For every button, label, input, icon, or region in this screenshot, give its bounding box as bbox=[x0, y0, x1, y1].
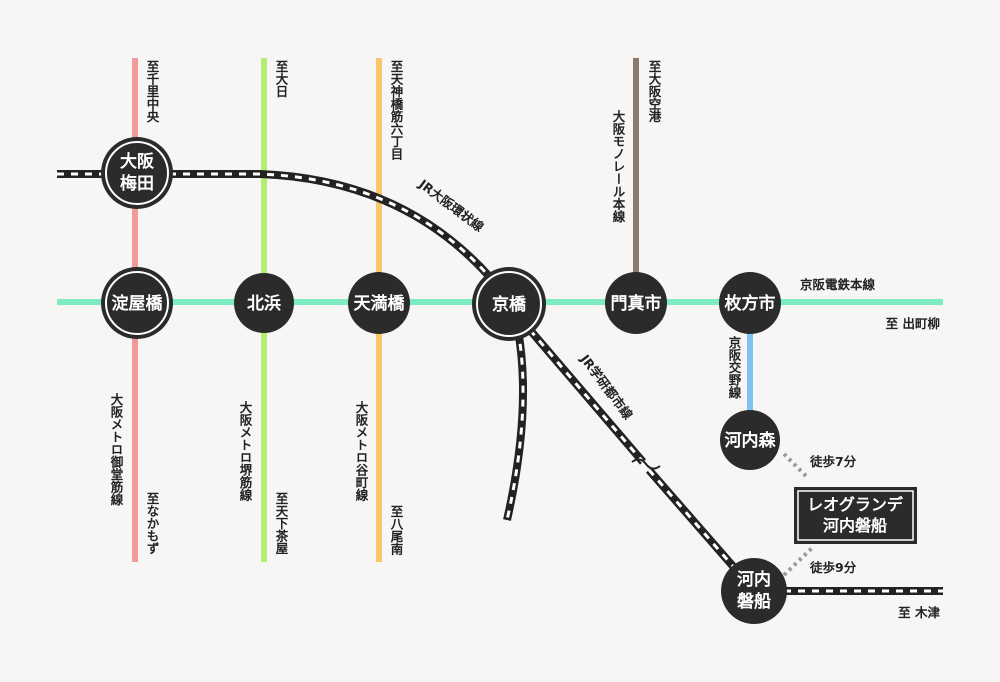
station-kawachimori-name: 河内森 bbox=[725, 430, 777, 451]
jr-gakkentoshi-line bbox=[526, 327, 749, 583]
direction-osaka-airport: 至大阪空港 bbox=[647, 60, 662, 123]
station-kawachiiwafune-name-1: 河内 bbox=[737, 569, 771, 590]
line-label-keihan-main: 京阪電鉄本線 bbox=[800, 277, 876, 292]
station-kitahama-name: 北浜 bbox=[247, 294, 281, 314]
station-umeda-name-1: 大阪 bbox=[120, 151, 154, 172]
direction-yao-minami: 至八尾南 bbox=[389, 505, 404, 556]
station-umeda: 大阪 梅田 bbox=[101, 137, 173, 209]
station-kadomashi: 門真市 bbox=[605, 272, 667, 334]
walk-label-kawachimori: 徒歩7分 bbox=[809, 454, 857, 469]
station-kyobashi: 京橋 bbox=[472, 267, 546, 341]
line-label-keihan-katano: 京阪交野線 bbox=[727, 335, 742, 399]
station-umeda-name-2: 梅田 bbox=[120, 173, 154, 194]
direction-tenjinbashisuji: 至天神橋筋六丁目 bbox=[389, 60, 404, 161]
station-hirakatashi-name: 枚方市 bbox=[725, 293, 776, 314]
station-yodoyabashi-name: 淀屋橋 bbox=[112, 293, 164, 314]
station-kawachimori: 河内森 bbox=[720, 410, 780, 470]
line-label-midosuji: 大阪メトロ御堂筋線 bbox=[109, 392, 124, 506]
walk-path-kawachimori bbox=[782, 452, 808, 478]
walk-label-kawachiiwafune: 徒歩9分 bbox=[809, 560, 857, 575]
station-kitahama: 北浜 bbox=[234, 273, 294, 333]
station-kadomashi-name: 門真市 bbox=[611, 293, 662, 314]
destination-name-line2: 河内磐船 bbox=[823, 516, 887, 535]
station-kawachiiwafune: 河内 磐船 bbox=[721, 558, 787, 624]
station-kawachiiwafune-name-2: 磐船 bbox=[736, 591, 771, 612]
destination-name-line1: レオグランデ bbox=[807, 495, 904, 514]
direction-kizu: 至 木津 bbox=[898, 605, 940, 620]
line-label-monorail: 大阪モノレール本線 bbox=[611, 109, 626, 223]
direction-nakamozu: 至なかもず bbox=[145, 492, 160, 555]
line-label-sakaisuji: 大阪メトロ堺筋線 bbox=[238, 400, 253, 502]
direction-dainichi: 至大日 bbox=[274, 60, 289, 98]
destination-box: レオグランデ 河内磐船 bbox=[794, 487, 917, 544]
direction-senri-chuo: 至千里中央 bbox=[145, 60, 160, 123]
station-hirakatashi: 枚方市 bbox=[719, 272, 781, 334]
station-yodoyabashi: 淀屋橋 bbox=[101, 267, 173, 339]
station-kyobashi-name: 京橋 bbox=[492, 294, 527, 315]
jr-loop-line bbox=[57, 170, 514, 305]
line-label-tanimachi: 大阪メトロ谷町線 bbox=[354, 400, 369, 502]
direction-demachiyanagi: 至 出町柳 bbox=[886, 316, 940, 331]
jr-loop-south-line bbox=[503, 329, 528, 521]
direction-tengachaya: 至天下茶屋 bbox=[274, 492, 289, 555]
station-tenmabashi: 天満橋 bbox=[348, 272, 410, 334]
station-tenmabashi-name: 天満橋 bbox=[354, 293, 406, 314]
